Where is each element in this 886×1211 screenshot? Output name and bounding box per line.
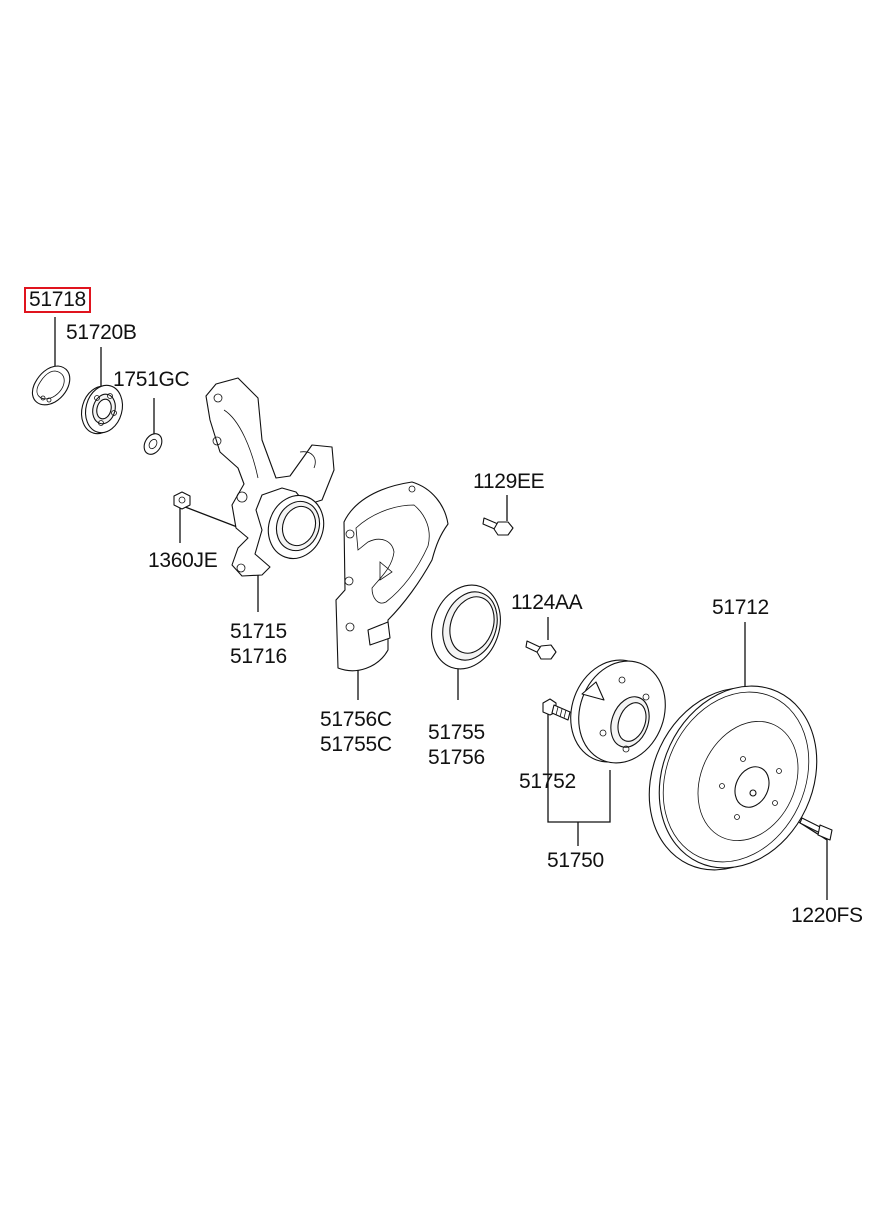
seal-51755 bbox=[431, 584, 501, 670]
snap-ring-51718 bbox=[32, 365, 71, 406]
part-label-51716[interactable]: 51716 bbox=[230, 645, 287, 668]
part-label-51756[interactable]: 51756 bbox=[428, 746, 485, 769]
part-label-1124aa[interactable]: 1124AA bbox=[511, 591, 583, 614]
part-label-1360je[interactable]: 1360JE bbox=[148, 549, 218, 572]
bolt-1129ee bbox=[482, 517, 514, 536]
part-label-1220fs[interactable]: 1220FS bbox=[791, 904, 863, 927]
wheel-hub-51750 bbox=[570, 659, 666, 764]
screw-1220fs bbox=[799, 817, 833, 841]
part-label-51718[interactable]: 51718 bbox=[24, 287, 91, 313]
part-label-51715[interactable]: 51715 bbox=[230, 620, 287, 643]
bolt-1124aa bbox=[525, 640, 557, 660]
part-label-51720b[interactable]: 51720B bbox=[66, 321, 137, 344]
dust-cover-51756c bbox=[335, 481, 449, 672]
part-label-1751gc[interactable]: 1751GC bbox=[113, 368, 190, 391]
part-label-51750[interactable]: 51750 bbox=[547, 849, 604, 872]
knuckle-51715 bbox=[205, 377, 335, 577]
bearing-51720b bbox=[80, 384, 124, 435]
part-label-51752[interactable]: 51752 bbox=[519, 770, 576, 793]
part-label-51755[interactable]: 51755 bbox=[428, 721, 485, 744]
part-label-1129ee[interactable]: 1129EE bbox=[473, 470, 545, 493]
brake-disc-51712 bbox=[648, 685, 818, 871]
part-label-51756c[interactable]: 51756C bbox=[320, 708, 392, 731]
hub-bolt-51752 bbox=[542, 698, 571, 721]
part-label-51755c[interactable]: 51755C bbox=[320, 733, 392, 756]
washer-1751gc bbox=[143, 433, 163, 455]
nut-1360je bbox=[173, 491, 191, 510]
part-label-51712[interactable]: 51712 bbox=[712, 596, 769, 619]
